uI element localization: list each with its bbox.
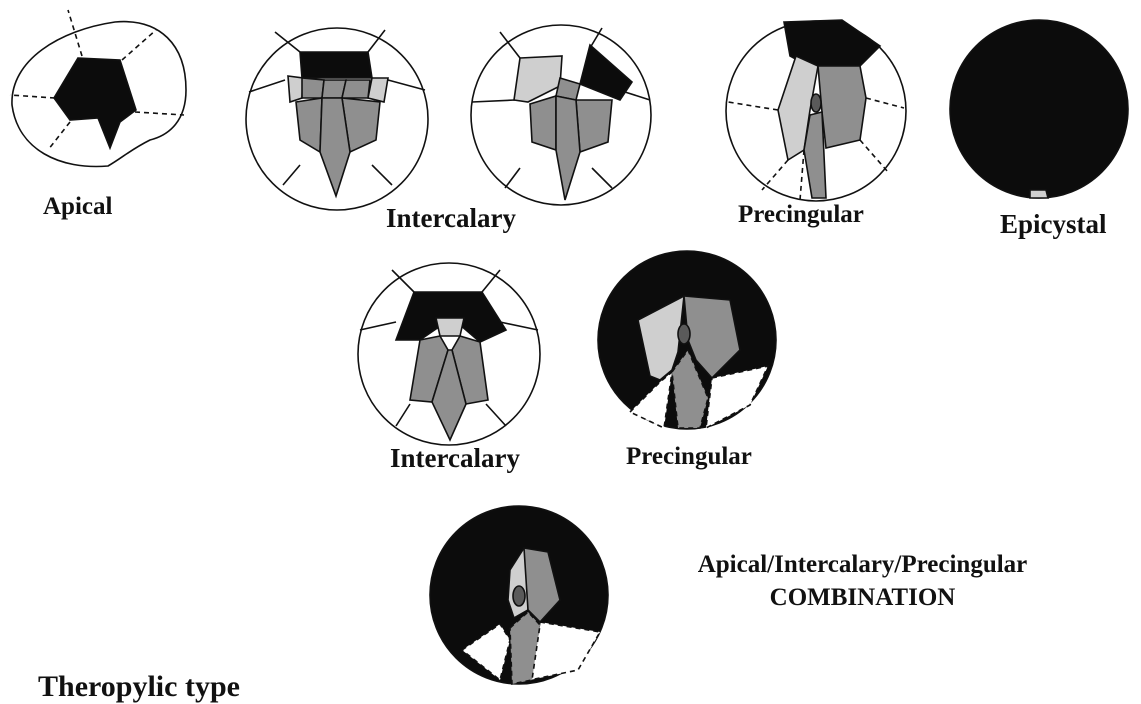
combination-label: Apical/Intercalary/Precingular COMBINATI… [650, 548, 1075, 614]
epicystal-label: Epicystal [1000, 209, 1107, 240]
precingular-cyst-figure-2 [598, 251, 776, 429]
apical-label: Apical [43, 193, 112, 221]
precingular-label-2: Precingular [626, 443, 752, 471]
precingular-label-1: Precingular [738, 201, 864, 229]
precingular-cyst-figure-1 [726, 20, 906, 201]
intercalary-cyst-figure-3 [358, 263, 540, 445]
apical-cyst-figure [10, 10, 186, 166]
combination-label-line1: Apical/Intercalary/Precingular [650, 548, 1075, 581]
epicystal-cyst-figure [950, 20, 1128, 198]
intercalary-cyst-figure-2 [471, 25, 651, 205]
intercalary-cyst-figure-1 [246, 28, 428, 210]
combination-cyst-figure [430, 506, 608, 684]
theropylic-type-heading: Theropylic type [38, 670, 240, 704]
combination-label-line2: COMBINATION [650, 581, 1075, 614]
intercalary-label-1: Intercalary [386, 203, 516, 234]
intercalary-label-2: Intercalary [390, 443, 520, 474]
